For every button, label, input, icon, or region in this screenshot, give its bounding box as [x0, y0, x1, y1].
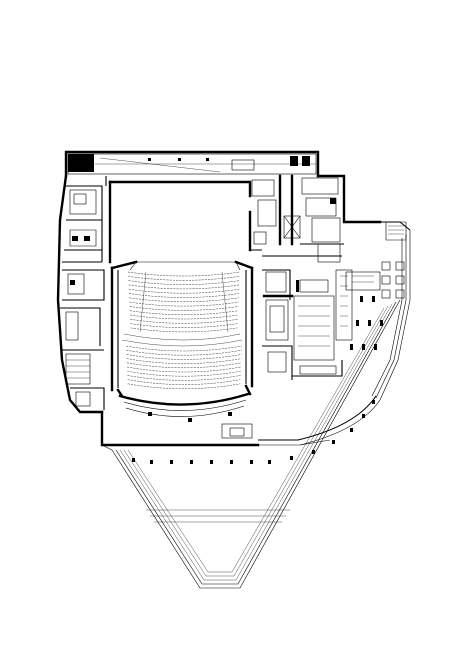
- south-facade-columns: [132, 400, 375, 464]
- column: [350, 344, 353, 350]
- column: [372, 296, 375, 302]
- column: [268, 460, 271, 464]
- seat-row: [127, 383, 241, 389]
- column: [380, 320, 383, 326]
- column: [332, 440, 335, 444]
- seat-row: [128, 288, 240, 294]
- column: [132, 458, 135, 462]
- seat-row: [126, 366, 242, 373]
- seat-row: [126, 349, 242, 356]
- seat-row: [127, 379, 241, 385]
- column: [372, 400, 375, 404]
- seat-row: [128, 284, 240, 290]
- south-foyer: [132, 395, 381, 464]
- seat-row: [125, 345, 243, 352]
- seat-row: [129, 314, 239, 320]
- column: [362, 344, 365, 350]
- service-core: [262, 174, 353, 380]
- lobby-table: [395, 275, 405, 285]
- column: [356, 320, 359, 326]
- lobby: [344, 221, 411, 401]
- seat-row: [126, 354, 242, 360]
- column: [170, 460, 173, 464]
- seat-row: [130, 327, 238, 333]
- seat-row: [128, 276, 240, 281]
- seat-row: [128, 280, 240, 285]
- seat-row: [129, 297, 239, 302]
- aisle-line: [139, 271, 147, 333]
- lobby-table: [381, 275, 391, 285]
- lobby-table: [381, 261, 391, 271]
- column: [362, 414, 365, 418]
- column: [290, 456, 293, 460]
- auditorium: [110, 260, 254, 422]
- column: [368, 320, 371, 326]
- seat-row: [130, 323, 238, 328]
- column: [150, 460, 153, 464]
- column: [230, 460, 233, 464]
- seat-row: [127, 271, 241, 277]
- seating-upper-block: [127, 271, 241, 333]
- column: [250, 460, 253, 464]
- outdoor-terrace: [101, 299, 401, 589]
- seat-row: [129, 301, 239, 307]
- column: [312, 450, 315, 454]
- seat-row: [129, 306, 239, 311]
- column: [190, 460, 193, 464]
- seat-row: [127, 370, 241, 377]
- seat-row: [128, 293, 240, 298]
- column: [350, 428, 353, 432]
- lobby-tables: [381, 261, 405, 299]
- seat-row: [126, 358, 242, 364]
- backstage-strip: [67, 153, 317, 175]
- aisle-line: [221, 271, 229, 333]
- stage-house: [105, 176, 277, 264]
- seat-row: [126, 362, 242, 368]
- lobby-table: [395, 289, 405, 299]
- seating-lower-block: [125, 345, 243, 389]
- lobby-table: [395, 261, 405, 271]
- seat-row: [129, 310, 239, 315]
- lobby-columns: [350, 296, 383, 350]
- column: [374, 344, 377, 350]
- column: [210, 460, 213, 464]
- seat-row: [130, 319, 238, 324]
- seat-row: [127, 375, 241, 381]
- lobby-table: [381, 289, 391, 299]
- left-rooms: [60, 185, 105, 410]
- column: [360, 296, 363, 302]
